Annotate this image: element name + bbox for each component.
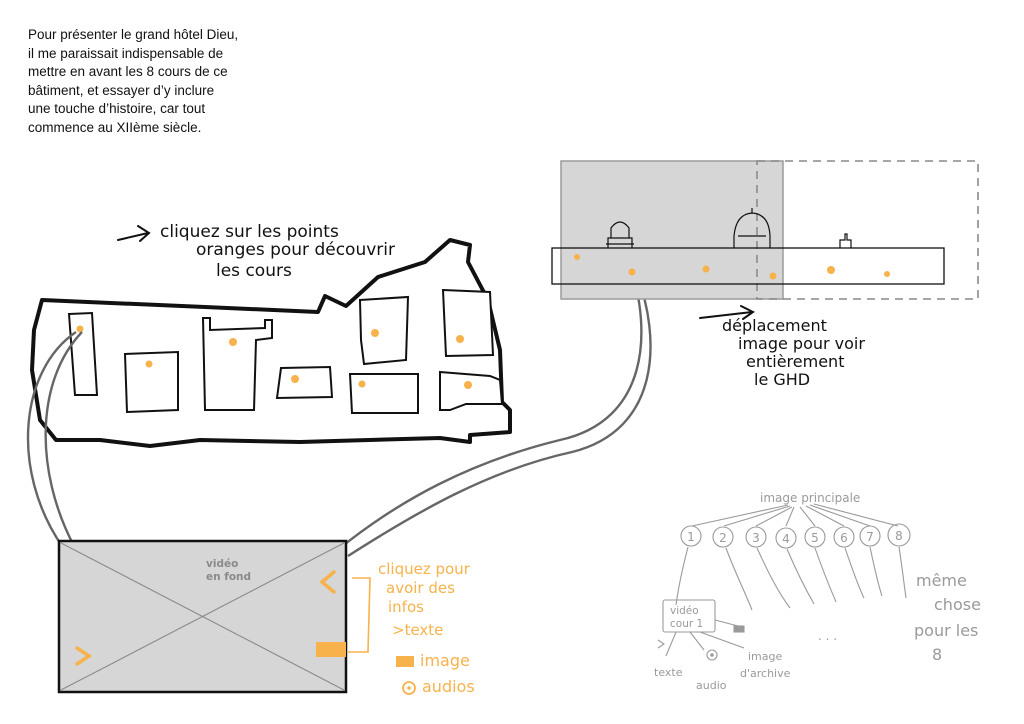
courtyard-point[interactable] bbox=[291, 375, 299, 383]
same-note: même chose pour les 8 bbox=[914, 571, 986, 664]
svg-text:8: 8 bbox=[895, 529, 903, 543]
link-lines bbox=[26, 271, 652, 558]
node-stems bbox=[675, 546, 907, 611]
arrow-right-icon bbox=[117, 225, 151, 242]
leaf-archive-label: image d'archive bbox=[740, 650, 791, 680]
pan-hint-line: déplacement bbox=[722, 316, 827, 335]
legend-audio-item: audios bbox=[422, 677, 475, 696]
map-hint-line: oranges pour découvrir bbox=[196, 240, 395, 260]
svg-text:2: 2 bbox=[719, 531, 727, 545]
courtyard-point[interactable] bbox=[76, 325, 84, 333]
svg-text:cliquez sur les points o: cliquez sur les points oranges pour déco… bbox=[160, 222, 400, 281]
leaf-audio-label: audio bbox=[696, 679, 727, 692]
courtyard-shape bbox=[348, 373, 419, 414]
pan-hint-line: le GHD bbox=[754, 370, 810, 389]
large-dome-icon bbox=[733, 208, 771, 248]
hidden-area-frame bbox=[756, 160, 979, 300]
courtyard-shape bbox=[358, 295, 410, 366]
facade-strip bbox=[551, 247, 945, 285]
tree-node[interactable]: 3 bbox=[745, 526, 767, 548]
svg-text:5: 5 bbox=[811, 531, 819, 545]
small-tower-icon bbox=[839, 233, 852, 248]
courtyard-shape bbox=[123, 350, 179, 414]
chevron-icon bbox=[657, 639, 665, 649]
svg-text:7: 7 bbox=[866, 530, 874, 544]
navigation-tree: image principale 1 2 3 4 5 6 7 8 vidéo c… bbox=[654, 491, 986, 692]
tree-node[interactable]: 7 bbox=[859, 525, 881, 547]
courtyard-point[interactable] bbox=[229, 338, 237, 346]
placeholder-cross bbox=[60, 542, 345, 691]
tree-node[interactable]: 1 bbox=[680, 525, 702, 547]
facade-point[interactable] bbox=[628, 268, 636, 276]
intro-line: il me paraissait indispensable de bbox=[28, 45, 224, 61]
tree-root-label: image principale bbox=[760, 491, 860, 505]
courtyard-shape bbox=[439, 370, 504, 411]
facade-point[interactable] bbox=[827, 266, 835, 274]
intro-line: commence au XIIème siècle. bbox=[28, 119, 202, 135]
legend-text-item: >texte bbox=[392, 621, 443, 639]
tree-node[interactable]: 8 bbox=[887, 523, 911, 547]
courtyard-point[interactable] bbox=[358, 380, 366, 388]
courtyard-point[interactable] bbox=[145, 360, 153, 368]
legend-image-item: image bbox=[420, 651, 470, 670]
ellipsis: . . . bbox=[818, 629, 837, 643]
courtyard-point[interactable] bbox=[464, 381, 472, 389]
info-hint-note: cliquez pour avoir des infos bbox=[378, 560, 475, 616]
svg-text:1: 1 bbox=[687, 530, 695, 544]
leaf-text-label: texte bbox=[654, 666, 683, 679]
facade-panel: déplacement image pour voir entièrement … bbox=[551, 160, 979, 389]
info-bracket bbox=[348, 577, 371, 653]
pan-hint-note: déplacement image pour voir entièrement … bbox=[722, 316, 870, 389]
tree-node[interactable]: 4 bbox=[775, 527, 797, 549]
tree-node[interactable]: 6 bbox=[833, 526, 855, 548]
map-hint-note: cliquez sur les points oranges pour déco… bbox=[117, 222, 400, 281]
intro-line: mettre en avant les 8 cours de ce bbox=[28, 64, 228, 80]
tree-branches bbox=[691, 503, 899, 527]
legend-image-icon bbox=[396, 656, 414, 667]
svg-text:4: 4 bbox=[782, 532, 790, 546]
chevron-left-icon[interactable] bbox=[319, 570, 336, 594]
facade-point[interactable] bbox=[574, 254, 580, 260]
courtyard-point[interactable] bbox=[371, 329, 379, 337]
chevron-right-icon[interactable] bbox=[75, 646, 93, 666]
courtyard-shape bbox=[441, 288, 495, 358]
link-line bbox=[339, 271, 643, 549]
video-cour-label: vidéo cour 1 bbox=[670, 605, 703, 630]
map-hint-line: cliquez sur les points bbox=[160, 222, 339, 242]
pan-hint-line: image pour voir bbox=[738, 334, 865, 353]
facade-point[interactable] bbox=[769, 272, 777, 280]
facade-point[interactable] bbox=[884, 271, 890, 277]
tree-node[interactable]: 5 bbox=[804, 526, 826, 548]
intro-line: bâtiment, et essayer d’y inclure bbox=[28, 82, 215, 98]
audio-icon bbox=[402, 681, 416, 695]
link-line bbox=[44, 331, 83, 547]
video-wireframe: vidéo en fond cliquez pour avoir des inf… bbox=[57, 539, 475, 696]
courtyard-shape bbox=[201, 317, 273, 411]
facade-point[interactable] bbox=[702, 265, 710, 273]
pan-hint-line: entièrement bbox=[746, 352, 844, 371]
small-dome-icon bbox=[606, 221, 634, 248]
viewport-frame[interactable] bbox=[560, 160, 784, 300]
svg-text:3: 3 bbox=[752, 531, 760, 545]
building-plan bbox=[30, 238, 512, 448]
pan-arrow-icon bbox=[699, 305, 755, 320]
intro-line: Pour présenter le grand hôtel Dieu, bbox=[28, 27, 239, 42]
image-icon[interactable] bbox=[316, 642, 346, 657]
video-cour-box[interactable] bbox=[662, 599, 716, 633]
courtyard-point[interactable] bbox=[456, 335, 464, 343]
child-branches bbox=[665, 619, 745, 657]
audio-icon bbox=[706, 649, 718, 661]
intro-line: une touche d’histoire, car tout bbox=[28, 101, 206, 117]
intro-text: Pour présenter le grand hôtel Dieu, il m… bbox=[28, 26, 288, 138]
video-bg-label: vidéo en fond bbox=[206, 558, 251, 583]
link-line bbox=[26, 331, 77, 547]
image-icon bbox=[733, 625, 745, 633]
svg-text:6: 6 bbox=[840, 531, 848, 545]
tree-node[interactable]: 2 bbox=[712, 526, 734, 548]
map-hint-line: les cours bbox=[216, 261, 292, 281]
courtyard-shape bbox=[275, 365, 334, 400]
courtyard-shape bbox=[67, 311, 99, 396]
link-line bbox=[347, 271, 652, 558]
